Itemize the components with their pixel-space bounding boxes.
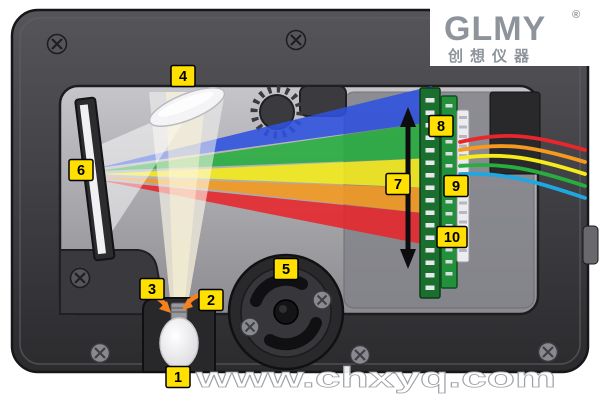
wire-blue [458, 171, 587, 200]
screw-icon [69, 267, 91, 289]
brand-area: GLMY ® 创想仪器 [430, 0, 600, 66]
wheel-hub-highlight [279, 305, 287, 313]
wire-yellow [458, 153, 587, 176]
callout-7: 7 [385, 172, 411, 196]
callout-2-label: 2 [207, 293, 215, 309]
callout-3-label: 3 [148, 282, 156, 298]
callout-8: 8 [428, 114, 454, 138]
screw-icon [312, 290, 332, 310]
brand-tagline: 创想仪器 [447, 47, 536, 65]
callout-8-label: 8 [437, 119, 445, 135]
screw-icon [349, 344, 371, 366]
side-tab [582, 225, 599, 265]
callout-3: 3 [139, 277, 165, 301]
callout-2: 2 [198, 288, 224, 312]
screw-icon [240, 317, 260, 337]
registered-mark: ® [572, 9, 580, 21]
spectrum-band-yellow [98, 158, 432, 188]
arrow-left-head-icon [159, 301, 171, 313]
wire-red [458, 133, 587, 152]
filter-wheel [227, 253, 345, 371]
callout-10-label: 10 [444, 230, 460, 246]
arrow-up-head-icon [400, 107, 416, 127]
arrow-down-head-icon [400, 249, 416, 269]
source-beam-core [166, 92, 206, 309]
mirror-highlight [157, 91, 214, 117]
lamp-bulb [159, 317, 199, 369]
callout-1-label: 1 [174, 370, 182, 386]
arrow-right-head-icon [182, 298, 193, 310]
callout-7-label: 7 [394, 177, 402, 193]
wheel-slot-upper [250, 273, 308, 307]
case-screws [46, 29, 559, 366]
screw-icon [46, 33, 68, 55]
watermark: www.chxyq.com [194, 362, 556, 394]
screw-icon [89, 342, 111, 364]
callout-4-label: 4 [179, 69, 187, 85]
grating-board [419, 87, 441, 299]
screw-icon [285, 29, 307, 51]
scalloped-teeth [250, 85, 304, 139]
callouts: 1 2 3 4 5 6 7 8 [68, 64, 469, 389]
connector-block [489, 91, 541, 175]
callout-4: 4 [170, 64, 196, 88]
flat-mirror [148, 87, 226, 127]
wire-harness [458, 133, 587, 200]
callout-6-label: 6 [77, 163, 85, 179]
callout-6: 6 [68, 158, 94, 182]
screw-icon [537, 341, 559, 363]
wheel-slot-lower [264, 317, 322, 351]
brand-background [430, 0, 600, 66]
callout-5: 5 [273, 257, 299, 281]
brand-logo: GLMY [444, 10, 546, 48]
callout-1: 1 [165, 365, 191, 389]
wire-green [458, 163, 587, 188]
callout-10: 10 [436, 225, 468, 249]
wire-orange [458, 144, 587, 164]
callout-9-label: 9 [452, 179, 460, 195]
callout-5-label: 5 [282, 262, 290, 278]
callout-9: 9 [443, 174, 469, 198]
wheel-hub [273, 299, 299, 325]
